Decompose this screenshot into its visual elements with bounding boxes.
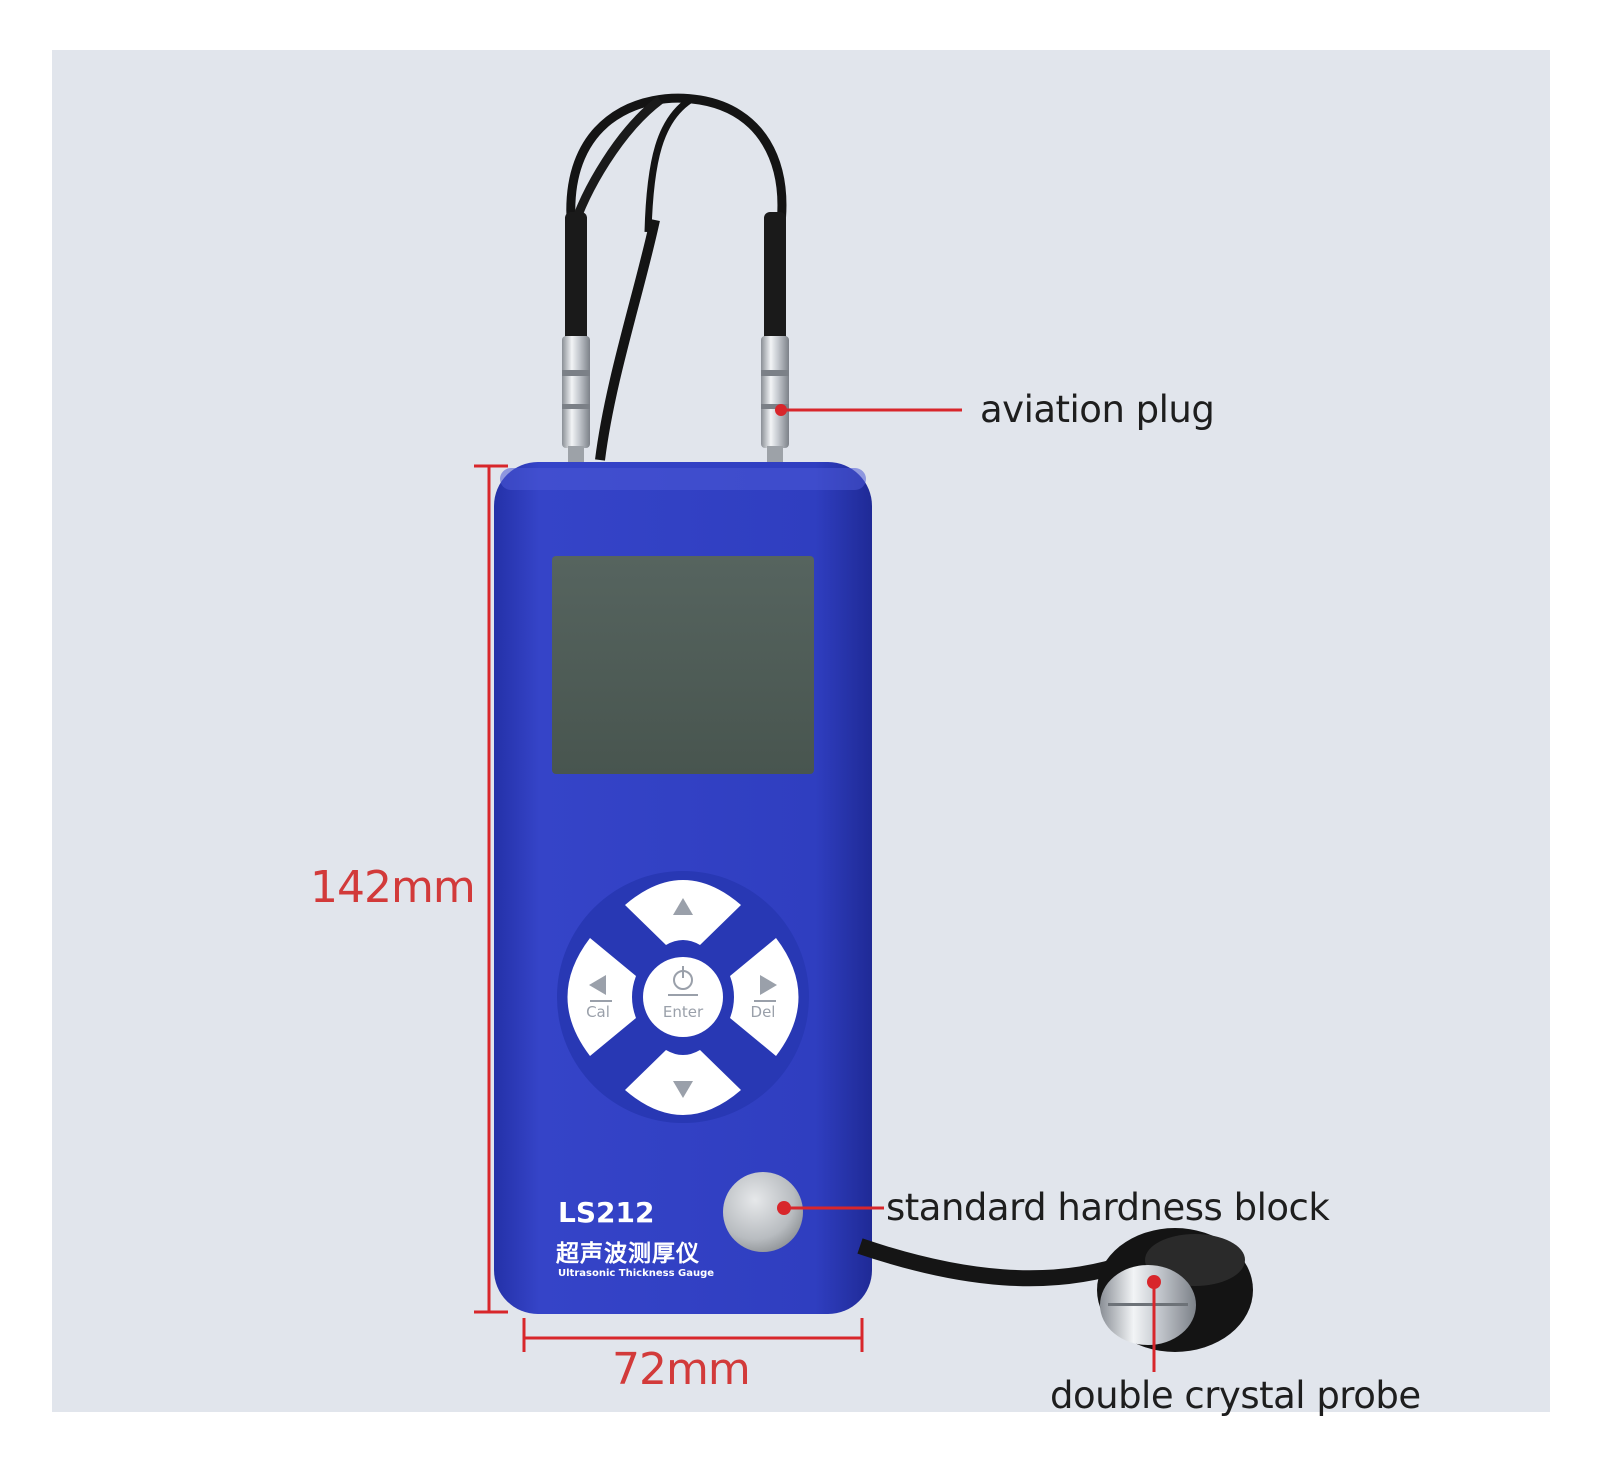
connector-body	[761, 336, 789, 448]
del-key	[730, 938, 799, 1056]
cable	[595, 218, 660, 461]
connector-boot	[764, 212, 786, 342]
device-english-name: Ultrasonic Thickness Gauge	[558, 1268, 715, 1279]
cal-key	[567, 938, 636, 1056]
lcd-screen	[552, 556, 814, 774]
width-dimension	[522, 1318, 864, 1352]
cable	[644, 97, 693, 233]
probe-label: double crystal probe	[1050, 1374, 1421, 1417]
enter-key-label: Enter	[662, 1003, 704, 1021]
width-dimension-label: 72mm	[612, 1344, 751, 1395]
model-number: LS212	[558, 1196, 655, 1229]
cal-key-label: Cal	[586, 1003, 610, 1021]
aviation-plug-label: aviation plug	[980, 388, 1215, 431]
device-chinese-name: 超声波测厚仪	[556, 1241, 700, 1267]
probe-cable	[857, 1238, 1133, 1287]
connector-boot	[565, 212, 587, 342]
connector-body	[562, 336, 590, 448]
standard-block-label: standard hardness block	[886, 1186, 1330, 1229]
height-dimension	[474, 464, 508, 1314]
cable	[566, 93, 787, 233]
enter-key	[643, 957, 723, 1037]
standard-block	[723, 1172, 803, 1252]
height-dimension-label: 142mm	[310, 862, 476, 913]
del-key-label: Del	[750, 1003, 776, 1021]
